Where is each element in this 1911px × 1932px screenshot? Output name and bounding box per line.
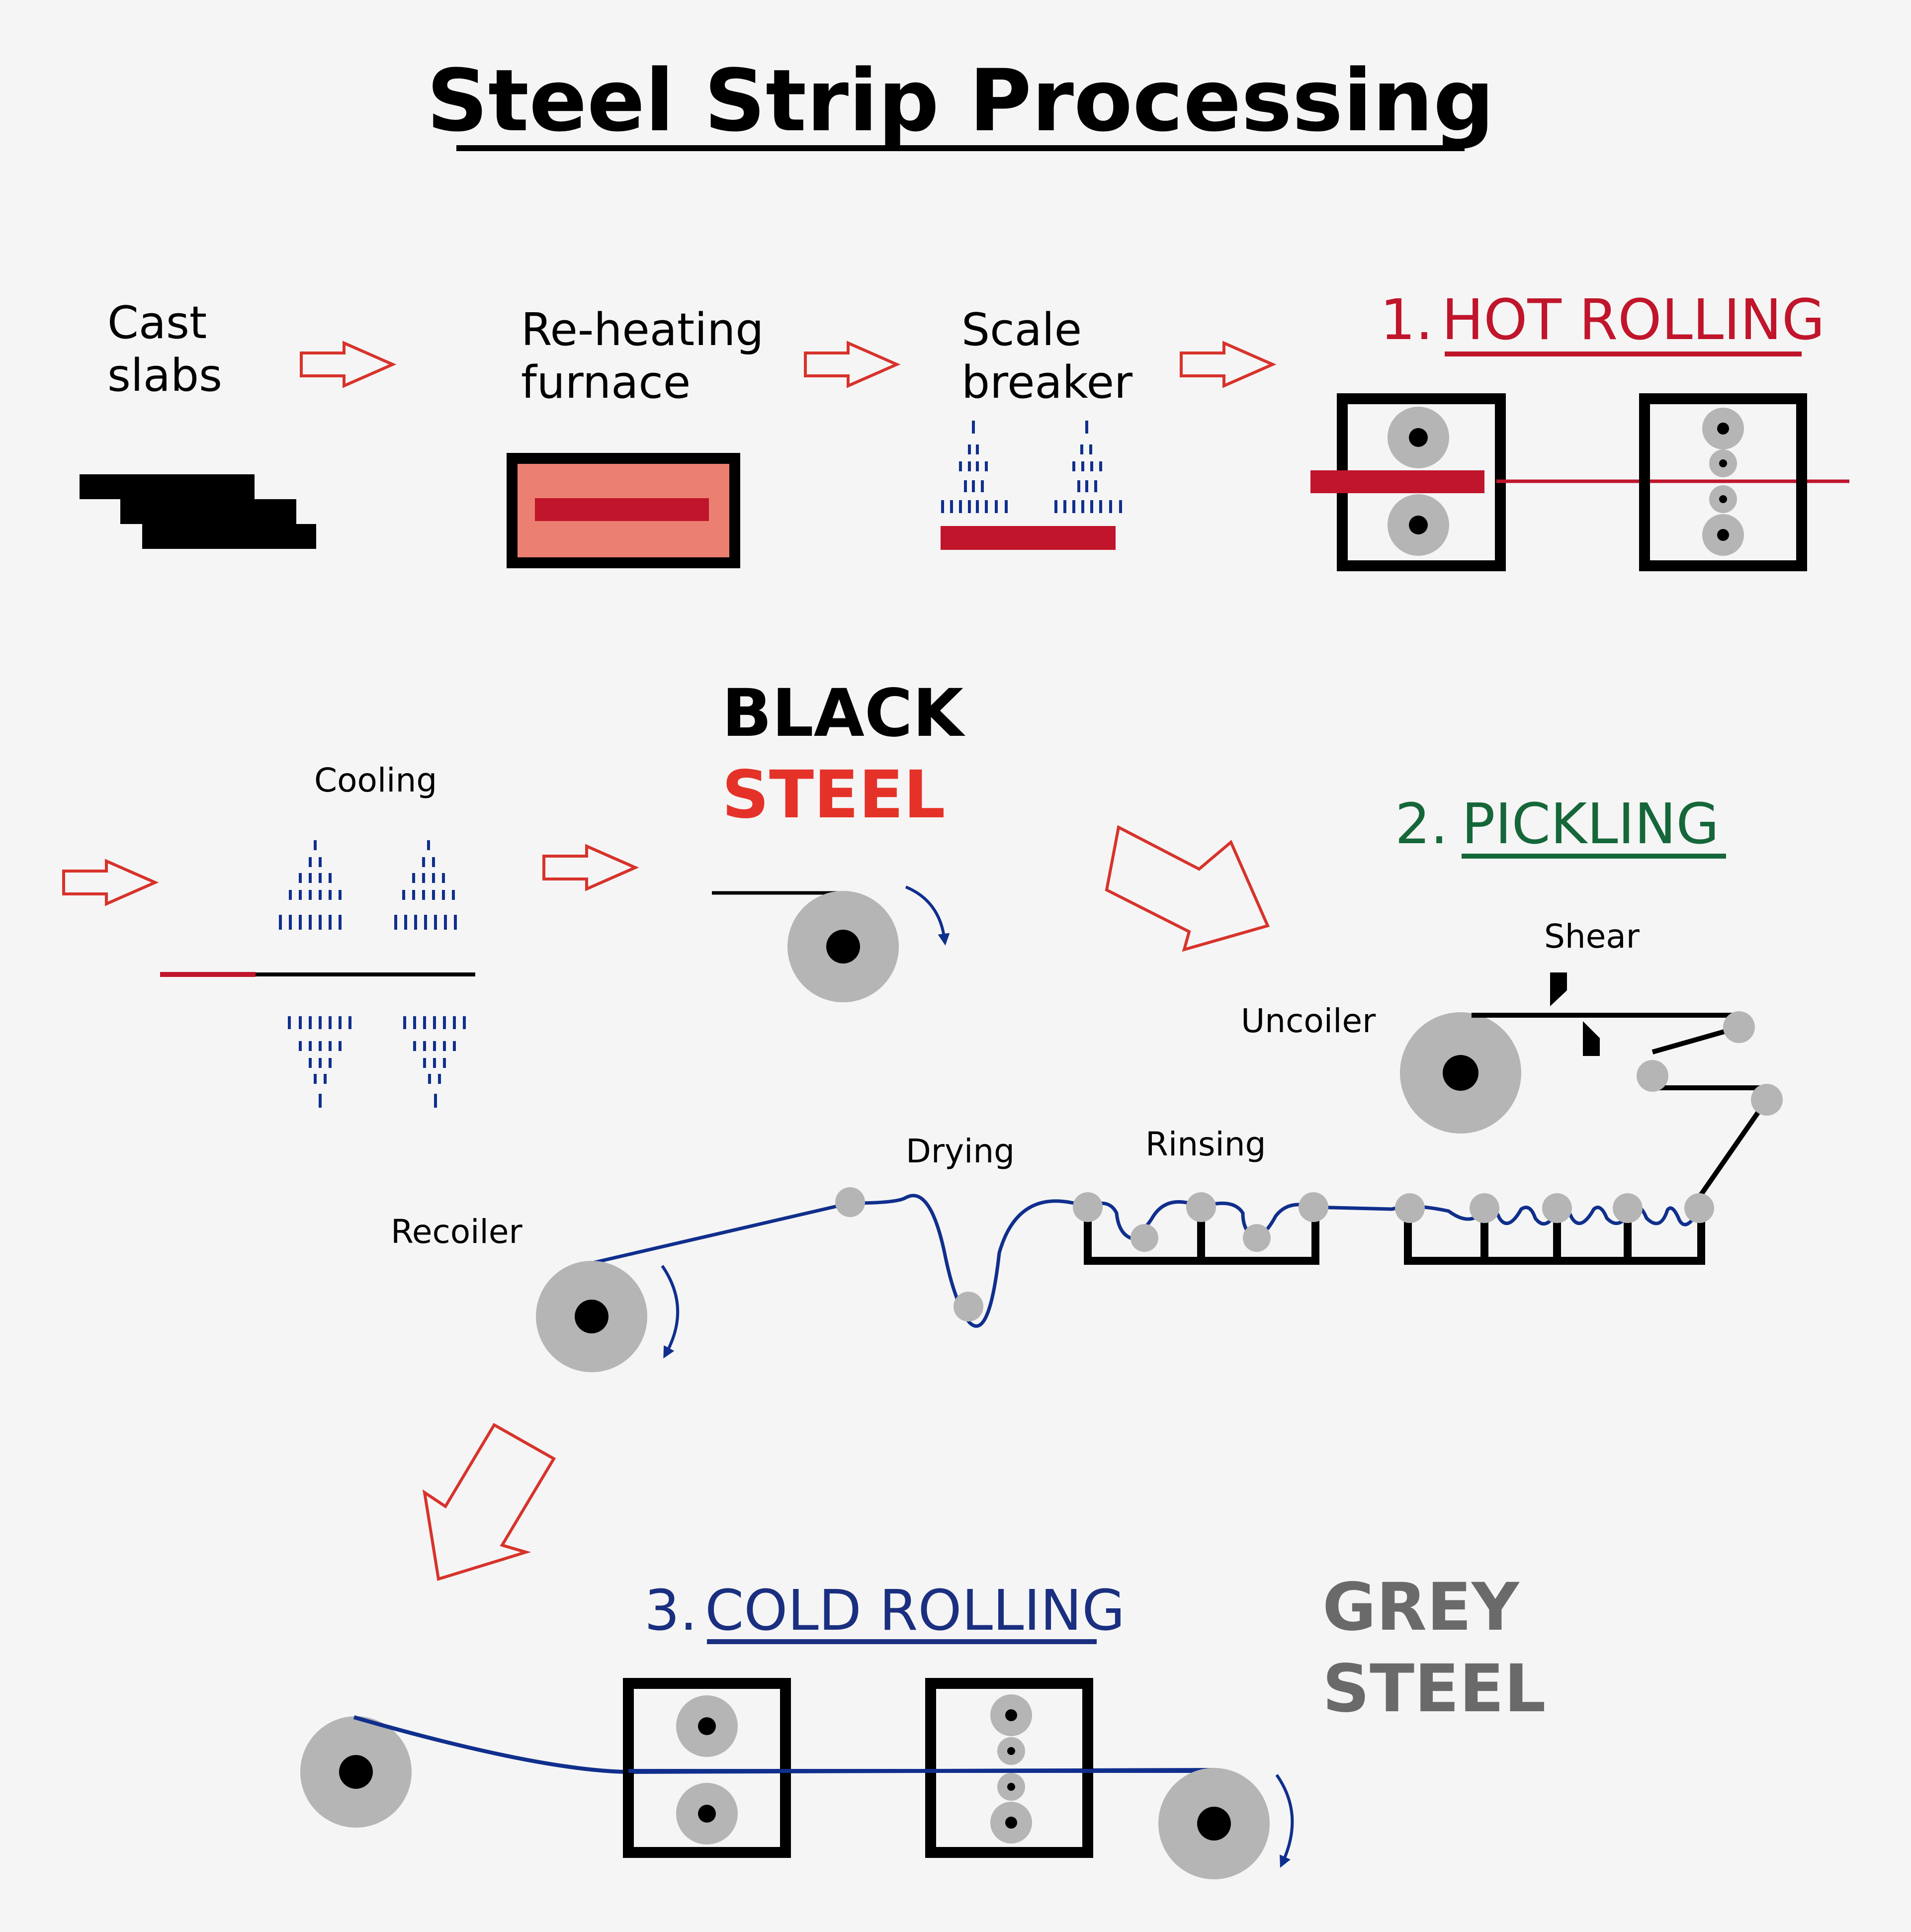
grey-steel-label-1: GREY <box>1322 1569 1520 1646</box>
uncoiler-coil-icon <box>1400 1012 1521 1134</box>
recoiler-label: Recoiler <box>391 1213 522 1251</box>
cast-slabs-label: Cast <box>107 297 207 349</box>
reheating-furnace-label-2: furnace <box>521 356 691 409</box>
scale-breaker-label: Scale <box>961 304 1082 356</box>
pickling-number: 2. <box>1395 792 1448 857</box>
reheating-furnace-label: Re-heating <box>521 304 764 356</box>
cold-rolling-number: 3. <box>644 1579 697 1643</box>
scale-breaker-label-2: breaker <box>961 356 1132 409</box>
pickling-strip-black <box>1472 1013 1769 1199</box>
scale-breaker-strip <box>941 526 1116 550</box>
hot-strip-thick <box>1310 470 1484 493</box>
cold-uncoil-coil-icon <box>300 1716 412 1828</box>
right-arrow-icon <box>542 844 639 891</box>
right-arrow-icon <box>62 859 159 906</box>
hot-rolling-title: HOT ROLLING <box>1442 288 1825 352</box>
cold-roll-stand-1 <box>623 1678 791 1858</box>
down-right-arrow-icon <box>1105 825 1270 952</box>
cast-slabs-icon <box>80 474 316 549</box>
pickling-rollers <box>835 1187 1714 1321</box>
scale-breaker-spray-icon <box>941 421 1122 513</box>
cold-strip <box>353 1715 1216 1774</box>
cold-recoil-coil-icon <box>1158 1768 1270 1879</box>
pickling-strip-blue <box>592 1194 1701 1328</box>
right-arrow-icon <box>804 341 901 388</box>
page-title: Steel Strip Processing <box>427 51 1494 151</box>
uncoiler-label: Uncoiler <box>1241 1002 1376 1040</box>
right-arrow-icon <box>1180 341 1277 388</box>
recoiler-coil-icon <box>536 1261 647 1372</box>
furnace-icon <box>507 453 740 568</box>
guide-rollers <box>1637 1011 1783 1116</box>
cooling-label: Cooling <box>314 761 437 799</box>
rinsing-label: Rinsing <box>1145 1125 1266 1163</box>
shear-label: Shear <box>1544 917 1640 956</box>
cast-slabs-label-2: slabs <box>107 350 222 402</box>
down-left-arrow-icon <box>422 1422 556 1581</box>
cooling-spray-icon <box>279 840 457 930</box>
rotation-arrow-icon <box>661 1265 680 1359</box>
right-arrow-icon <box>300 341 397 388</box>
drying-label: Drying <box>906 1132 1015 1170</box>
shear-icon <box>1550 972 1600 1056</box>
cold-roll-stand-2 <box>925 1678 1093 1858</box>
hot-rolling-number: 1. <box>1380 288 1433 352</box>
coil-icon <box>787 891 899 1002</box>
cooling-spray-bottom-icon <box>288 1016 466 1108</box>
black-steel-label-2: STEEL <box>722 757 946 833</box>
rotation-arrow-icon <box>905 885 950 946</box>
grey-steel-label-2: STEEL <box>1322 1651 1546 1727</box>
rotation-arrow-icon <box>1275 1774 1294 1868</box>
cold-rolling-title: COLD ROLLING <box>705 1579 1125 1643</box>
hot-roll-stand-2 <box>1639 393 1807 571</box>
black-steel-label-1: BLACK <box>722 675 966 752</box>
pickling-title: PICKLING <box>1462 792 1719 857</box>
